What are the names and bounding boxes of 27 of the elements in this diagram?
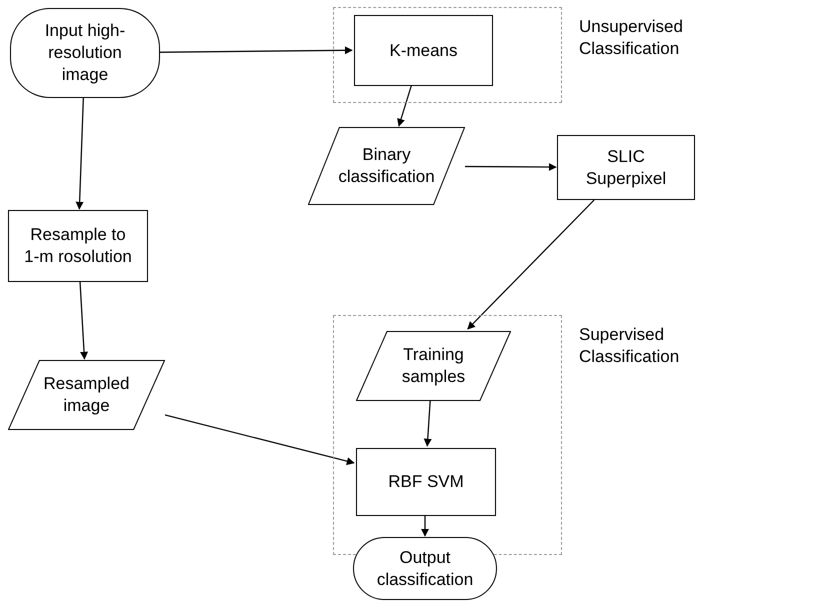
process-box xyxy=(354,15,493,86)
process-box xyxy=(557,135,695,200)
data-parallelogram xyxy=(308,127,465,205)
arrow xyxy=(164,414,355,466)
node-label: Resample to 1-m rosolution xyxy=(23,224,133,268)
arrow xyxy=(424,400,432,447)
data-parallelogram xyxy=(356,331,511,401)
process-box xyxy=(8,210,148,282)
group-heading: Supervised Classification xyxy=(579,324,680,368)
arrow xyxy=(79,282,88,360)
node-label: Resampled image xyxy=(44,373,130,417)
node-label: SLIC Superpixel xyxy=(584,146,668,190)
arrow xyxy=(76,98,84,210)
node-label: K-means xyxy=(389,40,458,62)
arrow xyxy=(397,84,412,127)
data-parallelogram xyxy=(8,360,165,430)
node-label: Training samples xyxy=(400,344,466,388)
node-label: RBF SVM xyxy=(388,471,464,493)
process-box xyxy=(356,448,496,516)
arrow xyxy=(421,515,429,537)
arrow xyxy=(160,46,353,54)
node-label: Output classification xyxy=(376,546,474,590)
arrow xyxy=(465,163,557,172)
group-heading: Unsupervised Classification xyxy=(579,16,684,60)
arrow xyxy=(467,200,595,330)
node-label: Binary classification xyxy=(338,144,435,188)
node-label: Input high-resolution image xyxy=(44,20,126,86)
